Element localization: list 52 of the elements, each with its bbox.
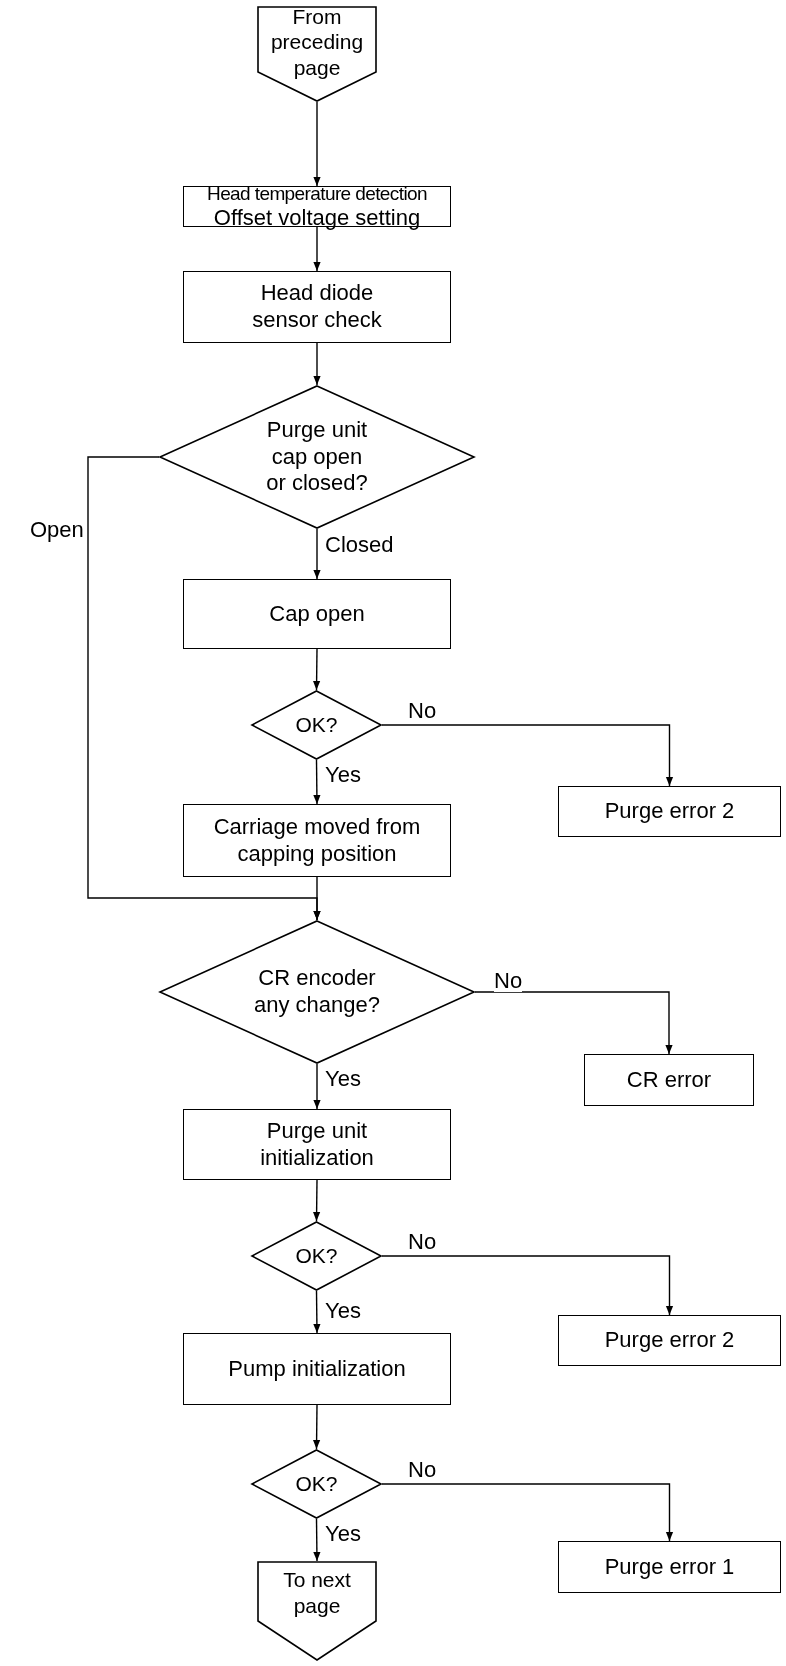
process-box [183, 1333, 451, 1405]
node-label: Purge error 2 [603, 1327, 736, 1354]
arrow [313, 1290, 321, 1334]
node-label: Pump initialization [227, 1355, 407, 1383]
node-label: Head diode sensor check [251, 280, 383, 334]
decision-diamond [251, 1449, 382, 1519]
process-box [183, 579, 451, 649]
process-box [558, 1315, 781, 1366]
decision-diamond [251, 690, 382, 760]
node-label: From preceding page [269, 3, 365, 81]
decision-diamond [159, 920, 475, 1064]
arrow [313, 648, 321, 691]
node-label: Head temperature detection [206, 181, 428, 205]
decision-diamond [251, 1221, 382, 1291]
arrow [313, 226, 321, 272]
arrow [381, 1255, 674, 1316]
process-box [183, 271, 451, 343]
arrow [313, 1063, 321, 1110]
arrow [381, 724, 674, 787]
arrow [313, 101, 321, 187]
off-page-connector [257, 1561, 377, 1661]
node-label: CR error [625, 1066, 713, 1094]
arrow [313, 876, 321, 921]
arrow [381, 1483, 674, 1542]
process-box [558, 786, 781, 837]
node-label: Offset voltage setting [212, 204, 422, 232]
decision-diamond [159, 385, 475, 529]
arrow [313, 759, 321, 805]
node-label: Carriage moved from capping position [212, 813, 422, 868]
node-label: OK? [294, 1243, 339, 1269]
node-label: Purge unit cap open or closed? [265, 416, 369, 498]
arrow [313, 528, 321, 580]
arrow [313, 1518, 321, 1562]
node-label: OK? [294, 712, 339, 738]
node-label: To next page [282, 1567, 352, 1619]
edge-label: No [494, 970, 523, 992]
off-page-connector [257, 6, 377, 102]
process-box [584, 1054, 754, 1106]
edge-label: Open [30, 519, 84, 541]
node-label: CR encoder any change? [253, 965, 381, 1019]
process-box [183, 804, 451, 877]
process-box [558, 1541, 781, 1593]
arrow [313, 1179, 321, 1222]
arrow [474, 991, 673, 1055]
node-label: Purge error 1 [603, 1553, 736, 1581]
node-label: OK? [294, 1471, 339, 1497]
process-box [183, 1109, 451, 1180]
node-label: Purge unit initialization [259, 1117, 375, 1172]
node-label: Purge error 2 [603, 798, 736, 825]
node-label: Cap open [268, 600, 366, 628]
arrow [313, 342, 321, 386]
arrow [313, 1404, 321, 1450]
